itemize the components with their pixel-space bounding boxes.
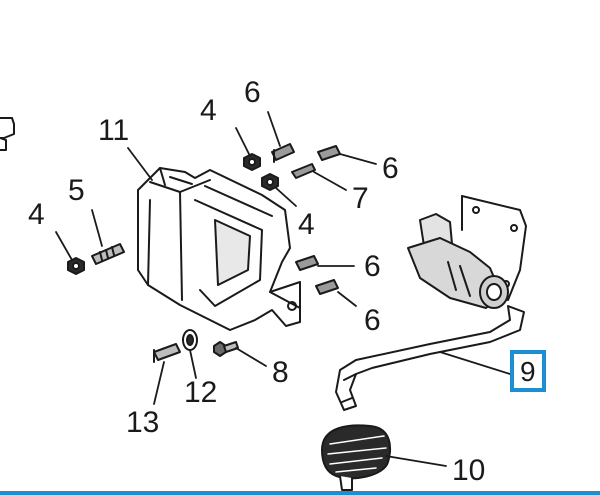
callout-13[interactable]: 13: [126, 406, 160, 439]
callout-4-left[interactable]: 4: [28, 198, 45, 231]
bolt-icon[interactable]: [291, 163, 316, 179]
callout-8[interactable]: 8: [272, 356, 289, 389]
leader-lines: [55, 111, 511, 467]
callout-6-low[interactable]: 6: [364, 304, 381, 337]
bottom-accent-rule: [0, 491, 600, 495]
bolt-icon[interactable]: [213, 341, 239, 357]
nut-icon[interactable]: [67, 257, 85, 275]
bolt-icon[interactable]: [317, 145, 341, 161]
nut-icon[interactable]: [261, 173, 279, 191]
bolt-icon[interactable]: [315, 279, 339, 295]
callout-4-top[interactable]: 4: [200, 94, 217, 127]
callout-6-mid[interactable]: 6: [364, 250, 381, 283]
callout-6-right[interactable]: 6: [382, 152, 399, 185]
bracket-icon[interactable]: [137, 167, 301, 331]
callout-9-selected[interactable]: 9: [510, 350, 546, 392]
callout-5[interactable]: 5: [68, 174, 85, 207]
callout-12[interactable]: 12: [184, 376, 218, 409]
callout-6-top[interactable]: 6: [244, 76, 261, 109]
edge-fitting-icon: [0, 117, 15, 151]
hose-icon[interactable]: [335, 305, 525, 411]
washer-icon[interactable]: [182, 329, 198, 351]
grommet-icon[interactable]: [321, 424, 391, 491]
bolt-icon[interactable]: [91, 243, 125, 265]
bolt-icon[interactable]: [271, 143, 295, 163]
bolt-icon[interactable]: [295, 255, 319, 271]
valve-icon[interactable]: [407, 195, 527, 309]
callout-10[interactable]: 10: [452, 454, 486, 487]
nut-icon[interactable]: [243, 153, 261, 171]
callout-7[interactable]: 7: [352, 182, 369, 215]
callout-4-mid[interactable]: 4: [298, 208, 315, 241]
bolt-icon[interactable]: [153, 343, 181, 363]
callout-11[interactable]: 11: [98, 114, 130, 147]
